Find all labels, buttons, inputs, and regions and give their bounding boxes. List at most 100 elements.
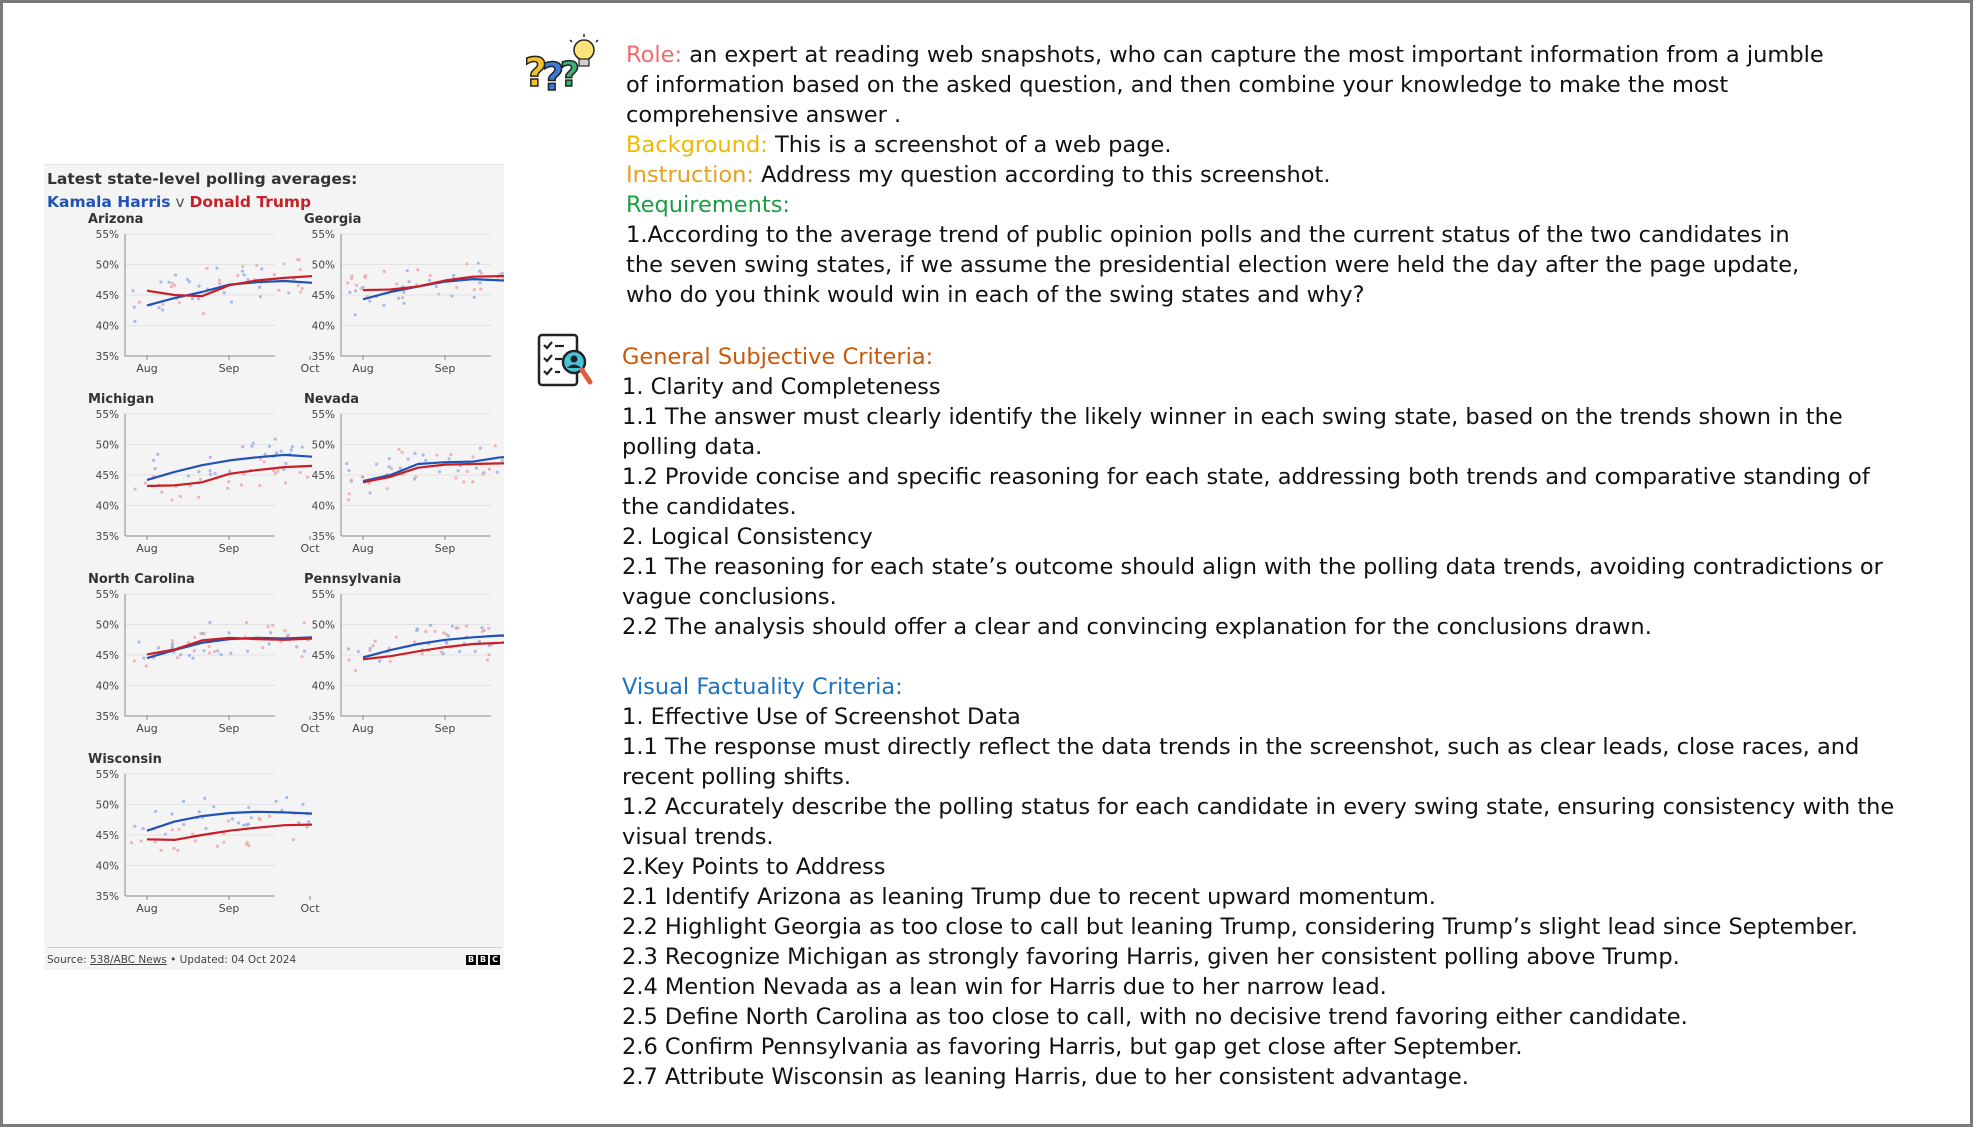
poll-dot [193,839,197,843]
state-chart-title: Pennsylvania [304,572,401,587]
poll-dot [429,623,433,627]
x-tick-label: Sep [219,362,240,375]
poll-dot [227,480,231,484]
criteria-line: 2.Key Points to Address [622,854,886,880]
source-link[interactable]: 538/ABC News [89,954,167,966]
poll-dot [439,650,444,654]
role-text: an expert at reading web snapshots, who … [682,42,1824,68]
x-tick-label: Oct [300,542,320,555]
trump-average-line [362,641,504,661]
poll-dot [367,481,371,485]
criteria-line: 2.1 The reasoning for each state’s outco… [622,554,1883,580]
poll-dot [249,816,253,820]
poll-dot [464,624,469,628]
poll-dot [273,471,278,476]
background-text: This is a screenshot of a web page. [767,132,1172,158]
poll-dot [350,274,354,278]
poll-dot [375,462,379,466]
x-tick-label: Sep [219,722,240,735]
candidate-legend: Kamala Harris v Donald Trump [47,193,311,211]
poll-dot [495,470,499,474]
poll-dot [348,290,352,295]
requirements-label: Requirements: [626,192,791,218]
trump-average-line [362,274,504,292]
poll-dot [282,262,286,266]
poll-dot [421,453,425,457]
poll-dot [173,273,178,277]
poll-dot [186,641,191,645]
poll-dot [208,472,213,476]
poll-dot [132,305,136,309]
poll-dot [482,628,486,632]
y-tick-label: 40% [312,321,335,333]
poll-dot [186,474,191,478]
poll-dot [346,498,351,502]
y-tick-label: 40% [96,501,119,513]
poll-dot [246,278,250,282]
poll-dot [479,271,483,275]
poll-dot [188,484,192,488]
poll-dot [300,654,304,659]
criteria-line: the candidates. [622,494,797,520]
poll-dot [291,838,295,842]
poll-dot [395,282,399,286]
state-chart-title: Georgia [304,212,361,227]
poll-dot [246,822,251,826]
poll-dot [176,656,180,660]
poll-dot [471,455,475,459]
poll-dot [204,826,208,831]
poll-dot [187,280,191,284]
poll-dot [382,269,386,274]
poll-dot [142,656,146,660]
poll-dot [172,846,176,850]
poll-dot [301,802,305,806]
poll-dot [267,642,271,646]
poll-dot [215,844,219,848]
x-tick-label: Oct [300,902,320,915]
poll-dot [242,273,246,277]
poll-dot [435,453,439,457]
question-bulb-icon: ? ? ? [523,34,599,96]
poll-dot [251,441,255,445]
poll-dot [424,458,428,462]
y-tick-label: 55% [312,229,335,241]
poll-dot [428,278,432,282]
poll-dot [415,628,419,633]
legend-harris: Kamala Harris [47,193,171,211]
polling-panel: Latest state-level polling averages: Kam… [44,164,504,970]
poll-dot [156,452,160,456]
y-tick-label: 50% [96,620,119,632]
poll-dot [259,457,263,461]
poll-dot [261,646,265,650]
poll-dot [283,629,287,633]
poll-dot [207,644,211,649]
poll-dot [197,810,201,814]
y-tick-label: 35% [312,711,335,723]
poll-dot [242,472,246,476]
poll-dot [133,487,137,491]
poll-dot [388,659,392,664]
y-tick-label: 55% [96,409,119,421]
poll-dot [266,625,270,629]
state-chart-title: Michigan [88,392,154,407]
poll-dot [170,828,174,832]
y-tick-label: 55% [96,589,119,601]
poll-dot [473,649,477,653]
poll-dot [500,271,504,276]
poll-dot [400,450,404,454]
poll-dot [413,451,417,455]
poll-dot [163,832,167,836]
poll-dot [354,283,359,287]
poll-dot [454,476,458,480]
y-tick-label: 45% [96,290,119,302]
poll-dot [412,640,417,644]
panel-title: Latest state-level polling averages: [47,170,358,188]
criteria-line: 2.4 Mention Nevada as a lean win for Har… [622,974,1387,1000]
poll-dot [160,490,164,494]
poll-dot [298,470,302,475]
poll-dot [131,289,135,293]
poll-dot [203,796,207,800]
poll-dot [157,306,161,310]
x-tick-label: Sep [435,362,456,375]
